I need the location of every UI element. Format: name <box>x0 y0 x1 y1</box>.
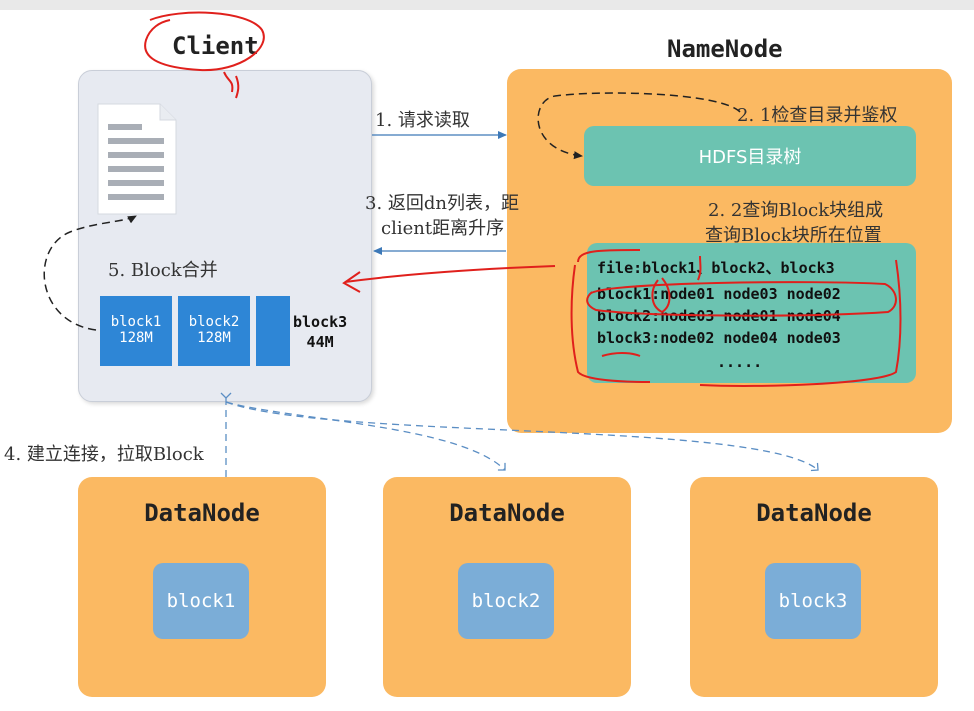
datanode-box-3: DataNode block3 <box>690 477 938 697</box>
client-block-size: 128M <box>197 330 231 346</box>
document-icon <box>97 103 177 215</box>
block-number-circle <box>651 277 671 314</box>
return-list-label-line2: client距离升序 <box>381 218 505 239</box>
merge-label: 5. Block合并 <box>108 260 218 281</box>
return-list-label-line1: 3. 返回dn列表，距 <box>365 193 520 214</box>
connect-pull-label: 4. 建立连接，拉取Block <box>4 444 204 465</box>
check-auth-loop-arrow <box>537 92 741 160</box>
datanode-title: DataNode <box>756 499 872 527</box>
request-read-label: 1. 请求读取 <box>375 110 470 131</box>
client-block-name: block3 <box>293 313 348 331</box>
node-underline-1 <box>697 255 702 281</box>
top-band <box>0 0 974 10</box>
check-auth-label: 2. 1检查目录并鉴权 <box>737 105 898 126</box>
datanode-title: DataNode <box>144 499 260 527</box>
client-block-name: block1 <box>110 314 162 330</box>
client-circle-annotation <box>144 11 265 72</box>
client-block-size: 44M <box>306 333 334 351</box>
merge-loop-arrow <box>43 215 137 331</box>
metadata-block1-line: block1:node01 node03 node02 <box>597 285 841 303</box>
connect-datanode-2-arrow <box>225 401 506 471</box>
namenode-title: NameNode <box>667 35 783 63</box>
query-label-line2: 查询Block块所在位置 <box>705 225 882 246</box>
query-label-line1: 2. 2查询Block块组成 <box>708 200 884 221</box>
client-block-size: 128M <box>119 330 153 346</box>
client-block-1: block1 128M <box>100 296 172 366</box>
datanode-box-2: DataNode block2 <box>383 477 631 697</box>
red-annotations <box>144 11 902 387</box>
datanode-block: block3 <box>765 563 861 639</box>
block1-line-circle <box>586 281 897 317</box>
client-title: Client <box>172 32 259 60</box>
connect-datanode-3-arrow <box>225 401 819 472</box>
return-list-red-arrow <box>344 265 556 283</box>
return-list-red-arrowhead <box>342 271 361 293</box>
hdfs-directory-tree: HDFS目录树 <box>584 126 916 186</box>
block3-underline <box>601 352 641 357</box>
metadata-block3-line: block3:node02 node04 node03 <box>597 329 841 347</box>
client-block-2: block2 128M <box>178 296 250 366</box>
client-squiggle-annotation <box>223 71 240 99</box>
metadata-file-line: file:block1、block2、block3 <box>597 259 835 277</box>
datanode-box-1: DataNode block1 <box>78 477 326 697</box>
metadata-ellipsis: ..... <box>717 353 763 371</box>
client-block3-label: block3 44M <box>293 312 347 352</box>
client-block-3 <box>256 296 290 366</box>
datanode-block: block1 <box>153 563 249 639</box>
datanode-title: DataNode <box>449 499 565 527</box>
metadata-outline-annotation <box>570 249 902 387</box>
client-block-name: block2 <box>188 314 240 330</box>
datanode-block: block2 <box>458 563 554 639</box>
